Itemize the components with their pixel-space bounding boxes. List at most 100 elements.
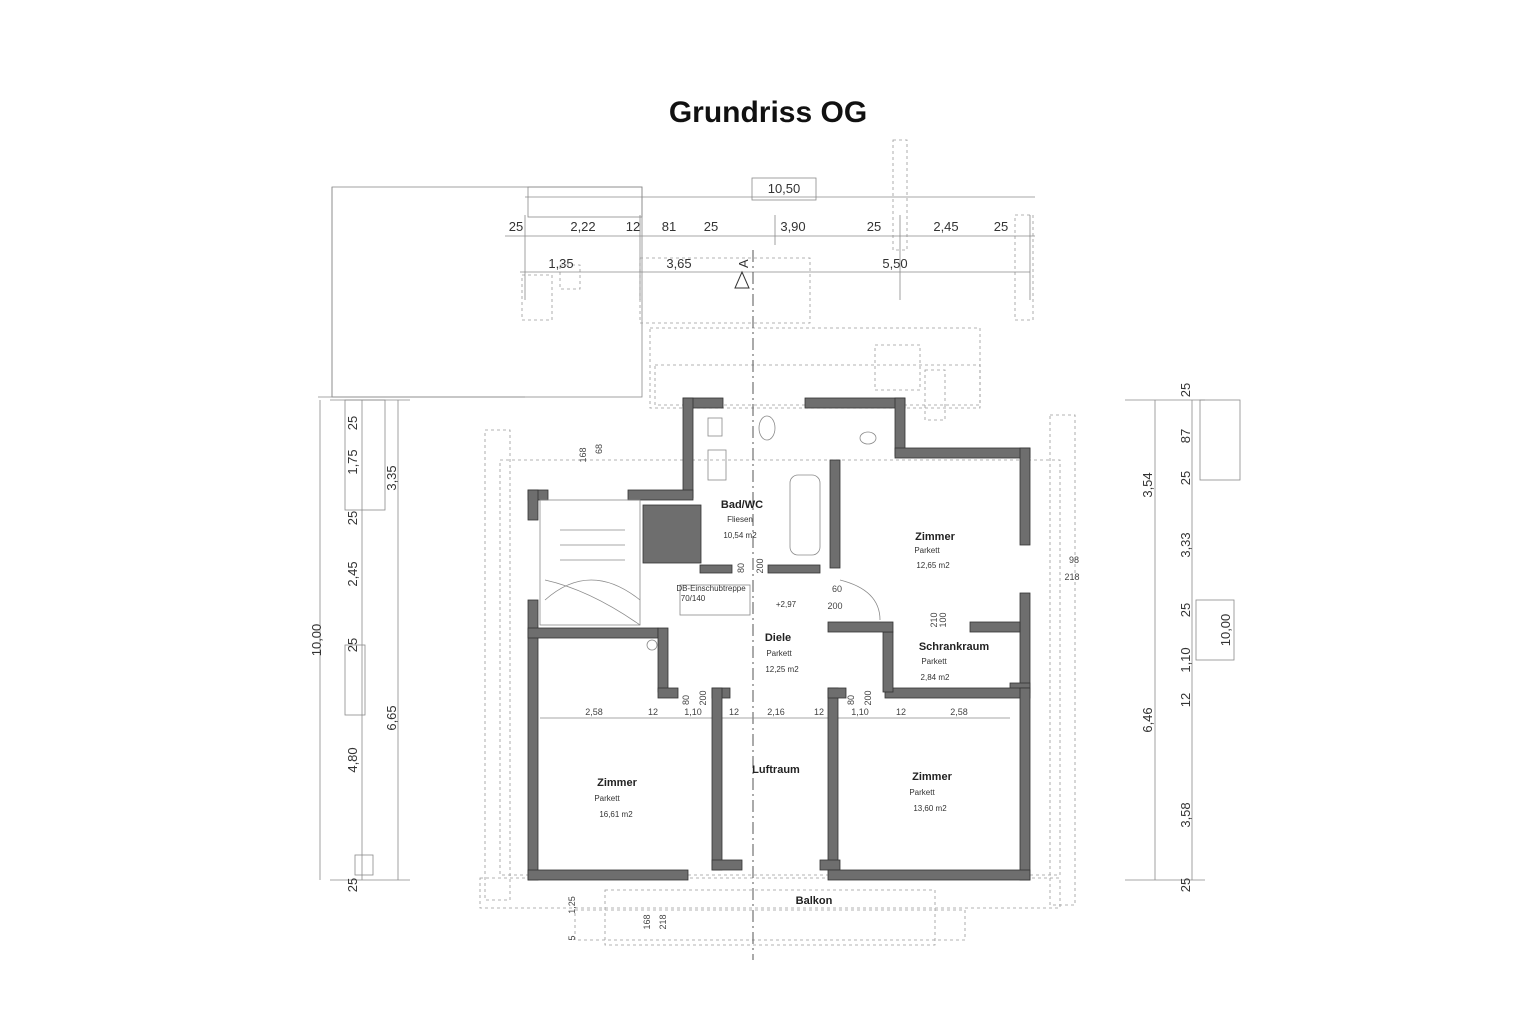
room-schrankraum: Schrankraum Parkett 2,84 m2 [919,641,990,682]
right-dimensions [1125,399,1205,881]
door-height: 200 [698,690,708,705]
dim-right: 3,33 [1178,532,1193,557]
room-floor: Parkett [594,794,620,803]
dim-top: 25 [994,219,1008,234]
room-area: 2,84 m2 [921,673,950,682]
fixtures [539,415,881,651]
dim-top: 25 [867,219,881,234]
room-area: 13,60 m2 [913,804,947,813]
dim-right: 12 [1178,693,1193,707]
room-floor: Parkett [766,649,792,658]
door-height: 80 [736,563,746,573]
dim-top: 1,35 [548,256,573,271]
dim-mid: 12 [729,707,739,717]
room-name: Schrankraum [919,641,990,653]
left-dimensions [319,399,410,881]
dim-mid: 12 [648,707,658,717]
room-zimmer-se: Zimmer Parkett 13,60 m2 [909,771,952,813]
dim-right: 3,58 [1178,802,1193,827]
dim-top: 81 [662,219,676,234]
room-diele: Diele Parkett 12,25 m2 [765,632,799,674]
dim-right: 25 [1178,603,1193,617]
dim-left: 25 [345,511,360,525]
door-height: 200 [755,558,765,573]
dim-left: 1,25 [567,896,577,914]
dim-right: 25 [1178,878,1193,892]
section-label: A [736,259,751,268]
room-name: Bad/WC [721,499,763,511]
dim-right: 3,54 [1140,472,1155,497]
room-luftraum: Luftraum [752,764,800,776]
door-height: 200 [827,601,842,611]
dim-left: 25 [345,878,360,892]
dim-left: 25 [345,416,360,430]
dim-left: 6,65 [384,705,399,730]
dim-right: 6,46 [1140,707,1155,732]
room-area: 12,65 m2 [916,561,950,570]
door-height: 98 [1069,555,1079,565]
dim-right: 25 [1178,471,1193,485]
walls [527,397,1031,881]
dim-top: 2,22 [570,219,595,234]
section-axis [734,250,754,960]
dim-mid: 2,58 [950,707,968,717]
dim-top: 2,45 [933,219,958,234]
room-zimmer-ne: Zimmer Parkett 12,65 m2 [914,531,955,570]
stair-note: DB-Einschubtreppe [676,584,746,593]
room-floor: Parkett [921,657,947,666]
dim-mid: 2,58 [585,707,603,717]
door-height: 168 [578,447,588,462]
room-area: 16,61 m2 [599,810,633,819]
dim-left: 3,35 [384,465,399,490]
dim-right: 87 [1178,429,1193,443]
door-height: 168 [642,914,652,929]
stair-size: 70/140 [681,594,706,603]
door-height: 210 [929,612,939,627]
dim-top: 12 [626,219,640,234]
room-floor: Parkett [914,546,940,555]
dim-left: 4,80 [345,747,360,772]
door-height: 80 [681,695,691,705]
dim-top: 3,65 [666,256,691,271]
room-area: 12,25 m2 [765,665,799,674]
room-floor: Parkett [909,788,935,797]
door-height: 68 [594,444,604,454]
door-height: 200 [863,690,873,705]
dim-left: 5 [567,935,577,940]
dim-left: 2,45 [345,561,360,586]
level-annotation: +2,97 [776,600,797,609]
door-height: 100 [938,612,948,627]
room-bad: Bad/WC Fliesen 10,54 m2 [721,499,763,540]
dim-overall-width: 10,50 [768,181,801,196]
page-title: Grundriss OG [668,96,868,129]
room-name: Zimmer [915,531,955,543]
dim-mid: 1,10 [684,707,702,717]
door-annotations: 168 68 80 200 60 200 100 210 80 200 80 2… [578,444,1080,930]
top-dimensions [505,177,1035,300]
dim-top: 25 [704,219,718,234]
door-height: 218 [1064,572,1079,582]
door-height: 80 [846,695,856,705]
door-height: 60 [832,584,842,594]
dim-left: 25 [345,638,360,652]
dim-top: 3,90 [780,219,805,234]
dim-top: 25 [509,219,523,234]
dim-left: 1,75 [345,449,360,474]
room-zimmer-sw: Zimmer Parkett 16,61 m2 [594,777,637,819]
room-name: Zimmer [912,771,952,783]
dim-right-overall: 10,00 [1218,614,1233,647]
dim-right: 25 [1178,383,1193,397]
room-balkon: Balkon [796,895,833,907]
dim-mid: 12 [896,707,906,717]
construction-lines [318,139,1241,946]
dim-top: 5,50 [882,256,907,271]
room-floor: Fliesen [727,515,753,524]
dim-mid: 12 [814,707,824,717]
dim-mid: 2,16 [767,707,785,717]
room-area: 10,54 m2 [723,531,757,540]
dim-right: 1,10 [1178,647,1193,672]
dim-mid: 1,10 [851,707,869,717]
door-height: 218 [658,914,668,929]
room-name: Diele [765,632,791,644]
